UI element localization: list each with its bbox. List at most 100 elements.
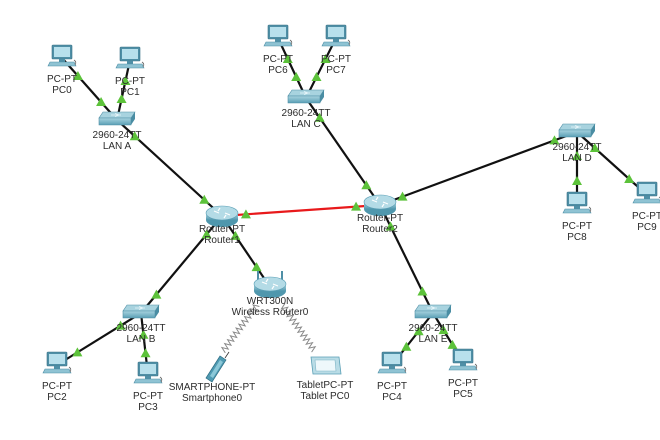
link-swD-r2[interactable] xyxy=(379,130,578,207)
link-up-indicator xyxy=(397,191,408,201)
switch-icon xyxy=(98,111,136,126)
link-pc1-swA[interactable] xyxy=(115,59,132,121)
device-model-label: PC-PT xyxy=(115,76,145,87)
pc-icon xyxy=(377,351,407,374)
link-up-indicator xyxy=(251,262,262,272)
pc-icon xyxy=(448,348,478,371)
link-up-indicator xyxy=(129,131,140,141)
device-model-label: PC-PT xyxy=(632,211,660,222)
device-name-label: PC1 xyxy=(120,87,140,98)
link-up-indicator xyxy=(417,286,428,296)
device-model-label: Router-PT xyxy=(357,213,403,224)
pc-icon xyxy=(42,351,72,374)
pc-icon xyxy=(562,191,592,214)
device-model-label: 2960-24TT xyxy=(117,323,166,334)
device-model-label: PC-PT xyxy=(47,74,77,85)
device-name-label: Router2 xyxy=(362,224,398,235)
device-model-label: PC-PT xyxy=(377,381,407,392)
link-up-indicator xyxy=(314,112,325,122)
device-name-label: Tablet PC0 xyxy=(301,391,350,402)
link-up-indicator xyxy=(230,230,241,240)
link-wr0-sp0[interactable] xyxy=(220,304,260,354)
link-up-indicator xyxy=(72,70,83,80)
device-model-label: Router-PT xyxy=(199,224,245,235)
switch-icon xyxy=(122,304,160,319)
tablet-icon xyxy=(310,356,342,375)
link-up-indicator xyxy=(624,173,635,183)
device-name-label: PC6 xyxy=(268,65,288,76)
link-indicators-layer xyxy=(72,54,635,358)
link-up-indicator xyxy=(549,135,560,145)
link-up-indicator xyxy=(151,289,162,299)
link-up-indicator xyxy=(572,151,582,160)
router-icon xyxy=(205,205,239,227)
device-name-label: LAN C xyxy=(291,119,320,130)
device-name-label: LAN A xyxy=(103,141,132,152)
link-up-indicator xyxy=(572,176,582,185)
router-icon xyxy=(363,194,397,216)
link-pc6-swC[interactable] xyxy=(277,37,307,99)
link-up-indicator xyxy=(589,143,600,153)
smartphone-icon xyxy=(205,351,230,383)
link-up-indicator xyxy=(115,320,126,330)
device-model-label: SMARTPHONE-PT xyxy=(169,382,256,393)
device-model-label: PC-PT xyxy=(133,391,163,402)
link-pc9-swD[interactable] xyxy=(576,131,648,196)
link-up-indicator xyxy=(72,347,83,357)
pc-icon xyxy=(632,181,660,204)
device-name-label: PC8 xyxy=(567,232,587,243)
device-name-label: LAN B xyxy=(127,334,156,345)
link-up-indicator xyxy=(385,221,396,231)
device-name-label: Wireless Router0 xyxy=(232,307,309,318)
link-wr0-tab0[interactable] xyxy=(280,303,317,353)
device-name-label: Router1 xyxy=(204,235,240,246)
switch-icon xyxy=(558,123,596,138)
device-model-label: TabletPC-PT xyxy=(297,380,354,391)
device-model-label: 2960-24TT xyxy=(409,323,458,334)
link-up-indicator xyxy=(351,201,362,211)
link-up-indicator xyxy=(361,180,372,190)
pc-icon xyxy=(263,24,293,47)
device-name-label: LAN E xyxy=(419,334,448,345)
device-name-label: LAN D xyxy=(562,153,591,164)
link-swB-pc2[interactable] xyxy=(56,312,142,366)
device-name-label: PC5 xyxy=(453,389,473,400)
device-name-label: PC3 xyxy=(138,402,158,413)
link-pc7-swC[interactable] xyxy=(305,37,337,99)
pc-icon xyxy=(47,44,77,67)
link-r1-wr0[interactable] xyxy=(221,215,271,288)
pc-icon xyxy=(115,46,145,69)
pc-icon xyxy=(133,361,163,384)
link-up-indicator xyxy=(138,329,149,339)
link-up-indicator xyxy=(199,194,210,204)
link-up-indicator xyxy=(201,229,212,239)
link-up-indicator xyxy=(240,209,251,219)
link-pc0-swA[interactable] xyxy=(61,57,118,121)
switch-icon xyxy=(287,89,325,104)
device-model-label: WRT300N xyxy=(247,296,294,307)
device-model-label: PC-PT xyxy=(321,54,351,65)
link-up-indicator xyxy=(438,325,449,335)
